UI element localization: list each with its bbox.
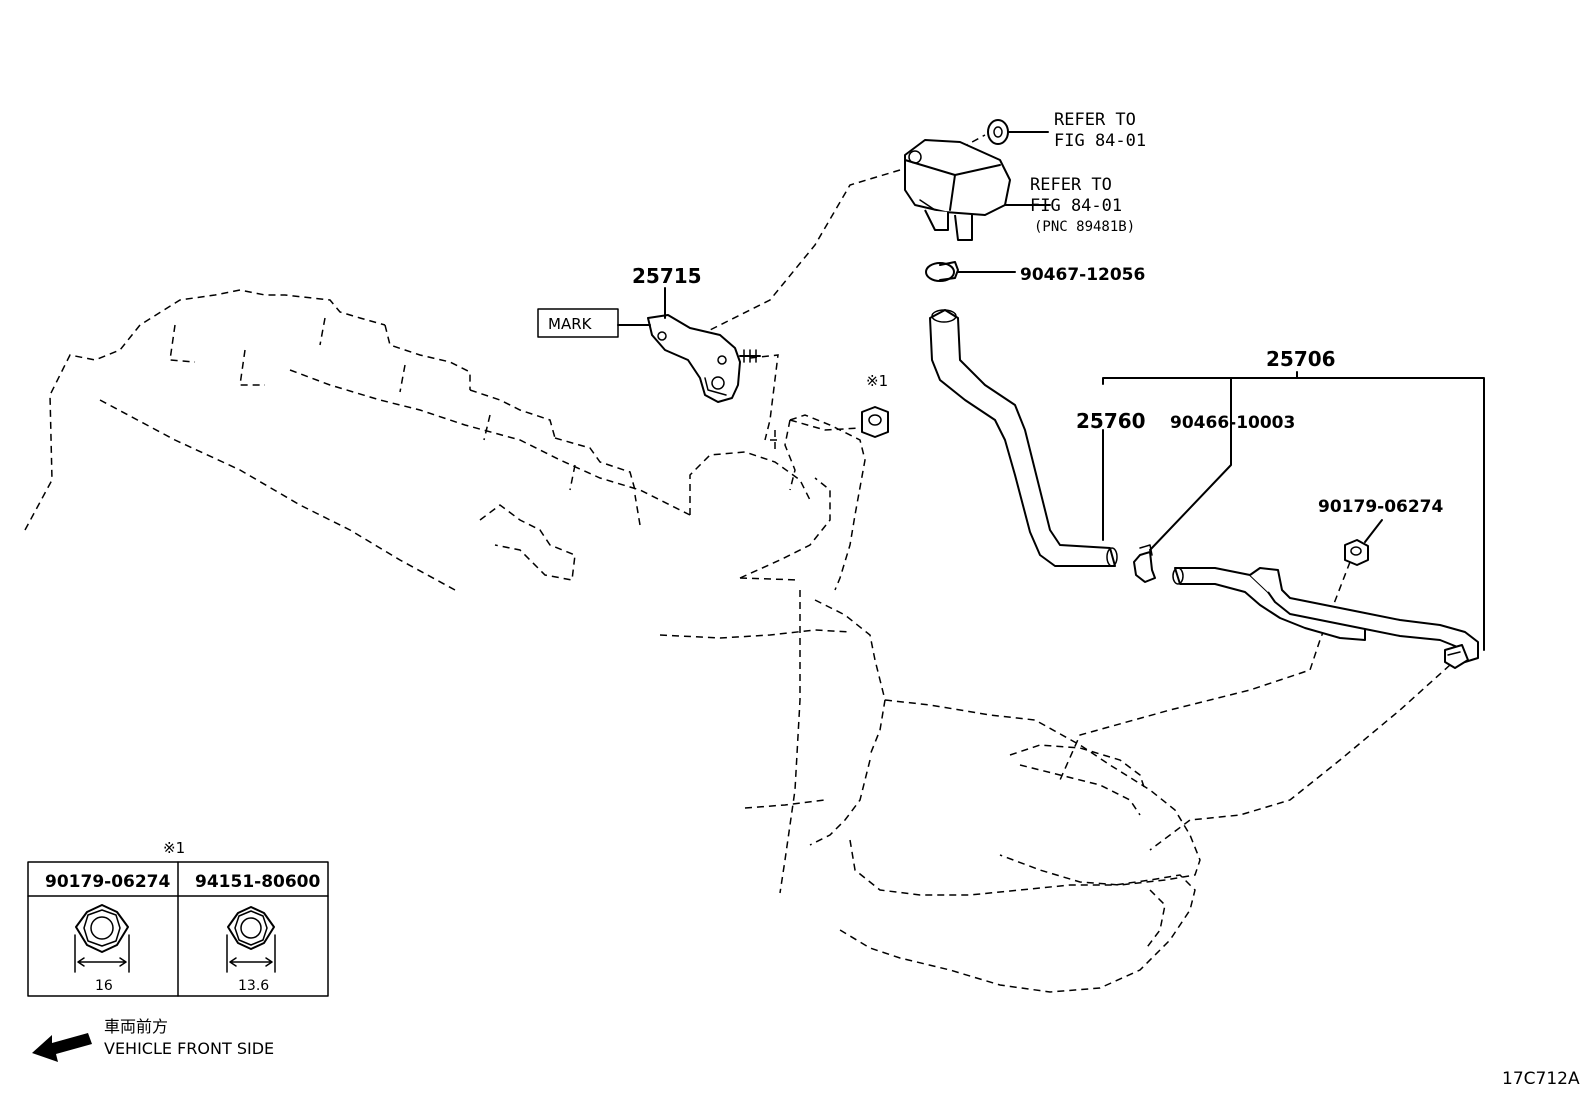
label-25706: 25706 — [1266, 347, 1336, 371]
table-col2-size: 13.6 — [238, 978, 269, 994]
hose-clamp-top[interactable] — [925, 261, 1016, 282]
nut-icon-16 — [74, 904, 130, 973]
label-90467-12056: 90467-12056 — [1020, 265, 1145, 285]
front-jp-label: 車両前方 — [104, 1017, 168, 1036]
grommet-top[interactable] — [987, 119, 1049, 145]
label-25760: 25760 — [1076, 409, 1146, 433]
label-90466-10003: 90466-10003 — [1170, 413, 1295, 433]
mark-box — [537, 308, 619, 338]
table-col2-part: 94151-80600 — [195, 872, 321, 892]
bracket-25715[interactable] — [647, 314, 761, 403]
table-col1-part: 90179-06274 — [45, 872, 171, 892]
note-symbol-top: ※1 — [866, 372, 888, 390]
refer-sensor-line1: REFER TO — [1030, 175, 1112, 195]
refer-sensor-line3: (PNC 89481B) — [1034, 219, 1135, 235]
nut-note1[interactable] — [861, 406, 889, 438]
engine-outline — [24, 289, 1201, 993]
note-table: ※1 90179-06274 94151-80600 16 13.6 — [27, 839, 329, 997]
hose-assembly-tube[interactable] — [1172, 567, 1479, 669]
front-en-label: VEHICLE FRONT SIDE — [104, 1039, 274, 1058]
refer-top-line2: FIG 84-01 — [1054, 131, 1146, 151]
refer-sensor-line2: FIG 84-01 — [1030, 196, 1122, 216]
hose-assy-bracket — [1102, 371, 1485, 651]
pressure-sensor[interactable] — [904, 139, 1011, 241]
front-indicator: 車両前方 VEHICLE FRONT SIDE — [32, 1017, 274, 1062]
label-25715: 25715 — [632, 264, 702, 288]
nut-icon-13-6 — [226, 906, 276, 973]
refer-top-line1: REFER TO — [1054, 110, 1136, 130]
mark-label: MARK — [548, 315, 593, 333]
hose-clip[interactable] — [1133, 544, 1156, 583]
nut-tube[interactable] — [1344, 539, 1369, 566]
leader-dashed-lines — [699, 134, 1451, 851]
label-90179-06274: 90179-06274 — [1318, 497, 1444, 517]
table-note-symbol: ※1 — [163, 839, 185, 857]
front-arrow-icon — [32, 1033, 92, 1062]
callout-labels: REFER TO FIG 84-01 REFER TO FIG 84-01 (P… — [537, 110, 1444, 517]
figure-id: 17C712A — [1502, 1069, 1580, 1089]
hose-25760[interactable] — [929, 309, 1118, 567]
table-col1-size: 16 — [95, 978, 113, 994]
